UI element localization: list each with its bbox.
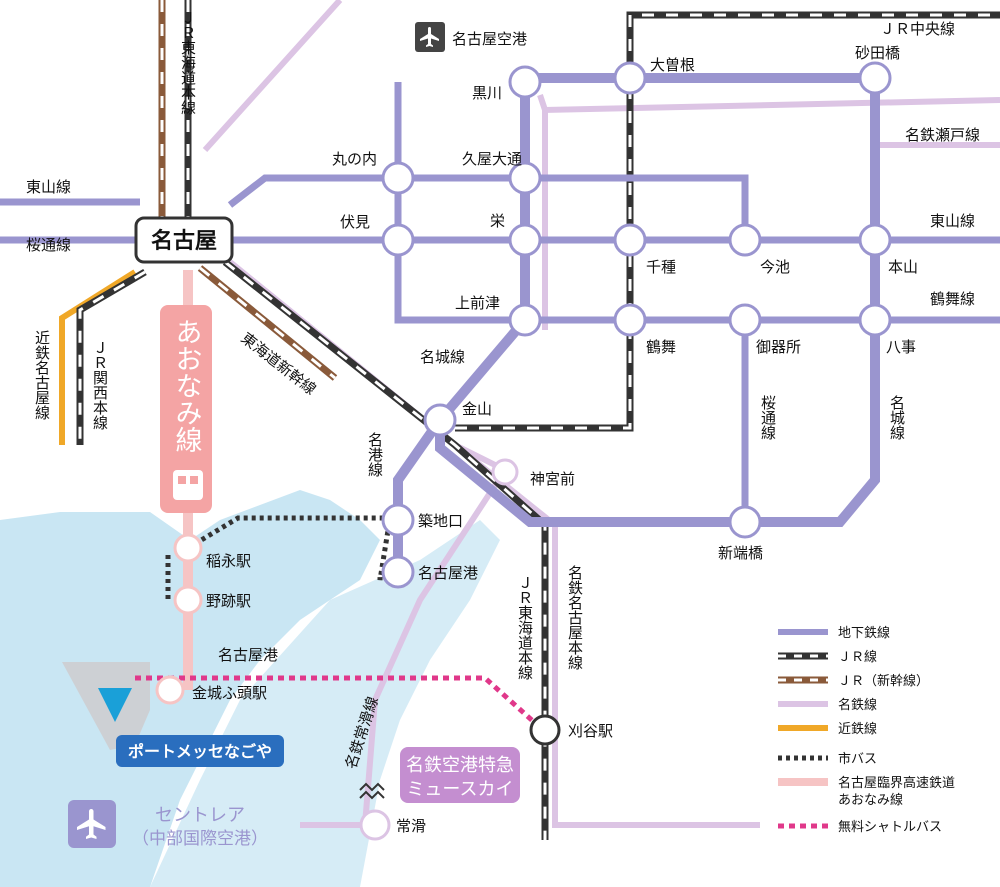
mu-sky-line2: ミュースカイ [406,779,513,800]
meitetsu-nagoya-label: 名鉄名古屋本線 [566,565,584,670]
station-aratama: 新端橋 [718,544,763,562]
aonami-line-label: あおなみ線 [171,318,203,453]
svg-text:ＪＲ（新幹線）: ＪＲ（新幹線） [838,673,929,689]
mu-sky-line1: 名鉄空港特急 [406,755,514,776]
port-messe-area [62,662,150,750]
station-yagoto: 八事 [886,338,916,356]
mu-sky-box [400,747,520,803]
sakuradori-w-label: 桜通線 [26,236,71,254]
jr-tokaido-s-label: ＪＲ東海道本線 [516,575,534,680]
station-jingumae: 神宮前 [530,470,575,488]
meiko-line [393,417,445,572]
station-tokoname: 常滑 [396,817,426,835]
aonami-label-box [160,305,212,513]
station-kamimaezu: 上前津 [455,294,500,312]
station-sunadabashi: 砂田橋 [855,44,900,62]
meijo-loop [435,73,880,527]
airport-label: 名古屋空港 [452,30,527,48]
meijo-e-label: 名城線 [888,395,906,440]
svg-text:ＪＲ線: ＪＲ線 [838,649,877,665]
port-messe-building [98,688,132,722]
station-hisaya: 久屋大通 [462,150,522,168]
station-inae: 稲永駅 [206,552,251,570]
stations [381,61,892,589]
higashiyama-w-label: 東山線 [26,178,71,196]
kariya-station [529,714,561,746]
meitetsu-stations [359,458,519,841]
svg-text:地下鉄線: 地下鉄線 [838,625,890,641]
meiko-label: 名港線 [366,432,384,477]
train-icon [173,470,203,500]
station-fushimi: 伏見 [340,213,370,231]
jr-tokaido-n-label: ＪＲ東海道本線 [179,10,197,115]
station-kurokawa: 黒川 [472,84,502,102]
jr-lines [76,0,1000,840]
svg-text:市バス: 市バス [838,751,877,767]
station-ozone: 大曽根 [650,56,695,74]
centrair-line1: セントレア [155,805,245,826]
svg-text:名古屋臨界高速鉄道: 名古屋臨界高速鉄道 [838,775,955,791]
station-noseki: 野跡駅 [206,592,251,610]
station-motoyama: 本山 [888,258,918,276]
shinkansen-label: 東海道新幹線 [238,329,320,399]
jr-chuo-label: ＪＲ中央線 [880,20,955,38]
jr-kansai-label: ＪＲ関西本線 [91,340,109,430]
sakuradori-s-label: 桜通線 [759,395,777,440]
shinkansen-lines [158,0,338,381]
station-sakae: 栄 [490,212,505,230]
centrair-line2: （中部国際空港） [132,829,268,849]
wave-icon [359,782,385,800]
meitetsu-seto-label: 名鉄瀬戸線 [905,126,980,144]
station-chikusa: 千種 [646,258,676,276]
kintetsu-label: 近鉄名古屋線 [33,330,51,420]
station-kanayama: 金山 [462,400,492,418]
station-tsurumai: 鶴舞 [646,338,676,356]
area-nagoyako: 名古屋港 [218,646,278,664]
station-gokiso: 御器所 [756,338,801,356]
station-imaike: 今池 [760,258,790,276]
venue-box [116,735,284,767]
aonami-stations [155,533,203,705]
nagoya-hub-label: 名古屋 [151,228,217,254]
svg-text:無料シャトルバス: 無料シャトルバス [838,820,942,835]
nagoya-hub [134,216,234,264]
svg-text:あおなみ線: あおなみ線 [838,792,903,808]
higashiyama-e-label: 東山線 [930,212,975,230]
legend: 地下鉄線 ＪＲ線 ＪＲ（新幹線） 名鉄線 近鉄線 市バス 名古屋臨界高速鉄道 あ… [760,616,1000,846]
station-marunouchi: 丸の内 [332,150,377,168]
kintetsu-line [59,269,137,445]
station-nagoyako: 名古屋港 [418,564,478,582]
meijo-w-label: 名城線 [420,348,465,366]
svg-text:名鉄線: 名鉄線 [838,697,877,713]
station-kariya: 刈谷駅 [568,722,613,740]
tsurumai-label: 鶴舞線 [930,290,975,308]
station-kinjo: 金城ふ頭駅 [192,684,267,702]
svg-text:近鉄線: 近鉄線 [838,721,877,737]
venue-label: ポートメッセなごや [128,742,272,761]
station-tsukiji: 築地口 [418,512,463,530]
